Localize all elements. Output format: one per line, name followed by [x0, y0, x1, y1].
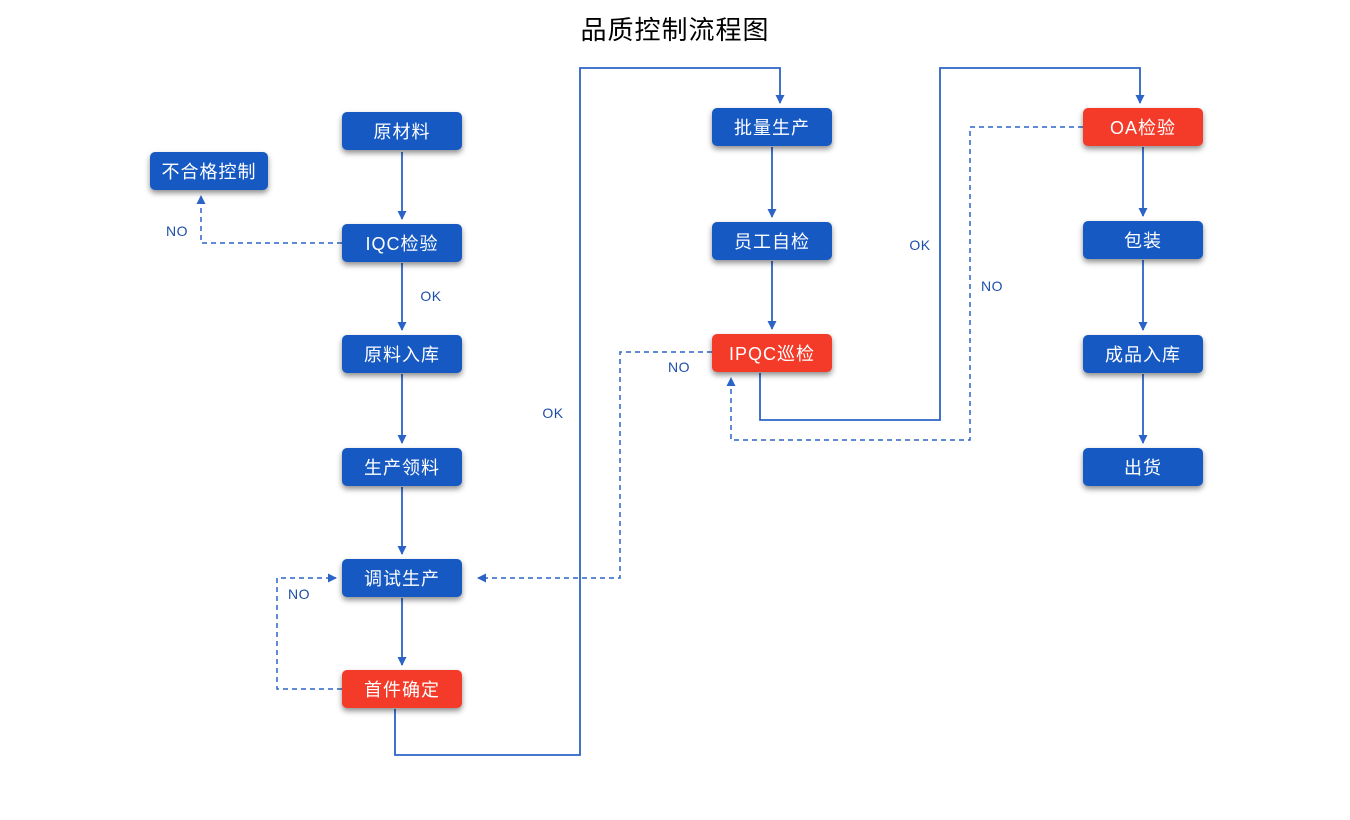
node-ipqc-patrol: IPQC巡检 [712, 334, 832, 372]
node-employee-self-check: 员工自检 [712, 222, 832, 260]
edge-ipqc-no-to-trial [477, 351, 712, 583]
page-title: 品质控制流程图 [580, 16, 770, 45]
node-finished-goods-storage: 成品入库 [1083, 335, 1203, 373]
edge-label-ipqc-no-to-trial: NO [668, 359, 690, 375]
edge-first-article-no-to-trial [276, 573, 342, 690]
node-batch-production: 批量生产 [712, 108, 832, 146]
edge-label-ipqc-ok-to-oa: OK [909, 237, 931, 253]
node-trial-production: 调试生产 [342, 559, 462, 597]
node-production-picking: 生产领料 [342, 448, 462, 486]
node-first-article-confirm: 首件确定 [342, 670, 462, 708]
edge-oa-no-to-ipqc [726, 126, 1083, 441]
node-shipment: 出货 [1083, 448, 1203, 486]
node-raw-material: 原材料 [342, 112, 462, 150]
node-nonconforming-control: 不合格控制 [150, 152, 268, 190]
node-oa-inspection: OA检验 [1083, 108, 1203, 146]
node-packaging: 包装 [1083, 221, 1203, 259]
edge-label-iqc-to-raw-storage: OK [420, 288, 442, 304]
edge-iqc-no-to-nonconforming [196, 195, 342, 244]
edge-label-oa-no-to-ipqc: NO [981, 278, 1003, 294]
node-raw-material-storage: 原料入库 [342, 335, 462, 373]
edge-label-iqc-no-to-nonconforming: NO [166, 223, 188, 239]
edge-group [196, 67, 1148, 756]
edge-ipqc-ok-to-oa [759, 67, 1145, 421]
edge-label-first-article-ok-to-batch: OK [542, 405, 564, 421]
edge-first-article-ok-to-batch [394, 67, 785, 756]
edge-label-first-article-no-to-trial: NO [288, 586, 310, 602]
node-iqc-inspection: IQC检验 [342, 224, 462, 262]
